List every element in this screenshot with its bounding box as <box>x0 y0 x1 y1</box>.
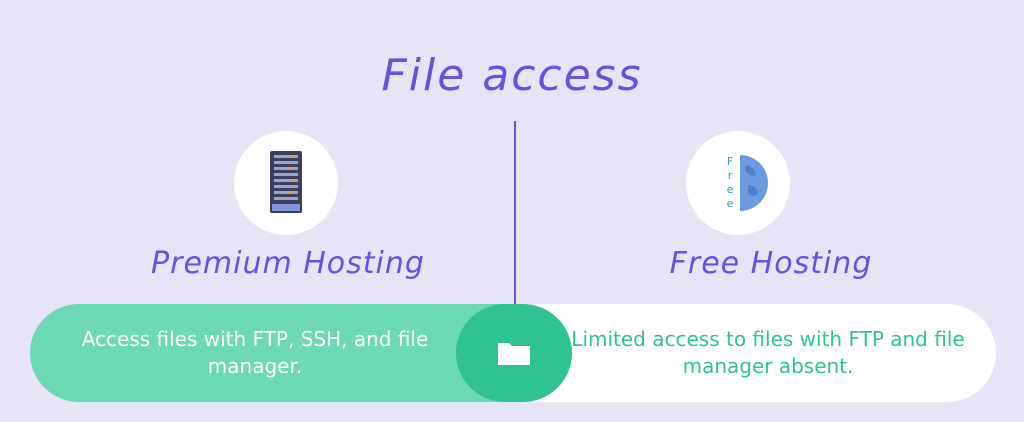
svg-text:F: F <box>727 155 733 168</box>
svg-text:e: e <box>727 197 734 210</box>
server-rack-icon <box>270 151 302 213</box>
folder-icon <box>498 343 530 365</box>
free-description: Limited access to files with FTP and fil… <box>571 327 965 378</box>
free-description-pill <box>492 304 996 402</box>
premium-icon-circle <box>234 131 338 235</box>
divider-line <box>514 121 516 306</box>
svg-text:r: r <box>728 169 733 182</box>
svg-text:e: e <box>727 183 734 196</box>
free-icon-circle: F r e e <box>686 131 790 235</box>
free-hosting-label: Free Hosting <box>669 246 873 281</box>
premium-description: Access files with FTP, SSH, and file man… <box>81 327 429 378</box>
folder-badge <box>456 304 572 402</box>
free-globe-icon: F r e e <box>727 155 768 211</box>
page-title: File access <box>381 50 643 101</box>
premium-hosting-label: Premium Hosting <box>151 246 425 281</box>
